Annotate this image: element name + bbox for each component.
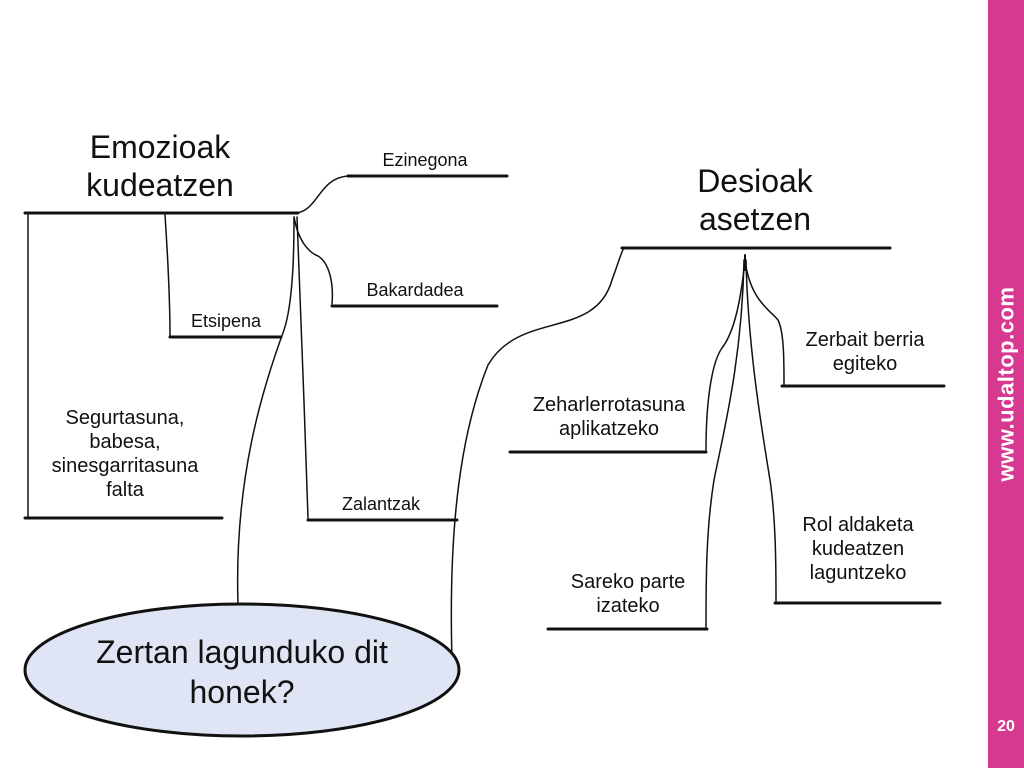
connector-bakardadea [293, 216, 334, 305]
question-text: Zertan lagunduko dit honek? [96, 634, 388, 710]
connector-question-left [236, 216, 295, 606]
rol-label: Rol aldaketa kudeatzen laguntzeko [802, 514, 914, 584]
website-url-text: www.udaltop.com [993, 286, 1019, 482]
zeharlerrotasuna-label: Zeharlerrotasuna aplikatzeko [532, 394, 686, 440]
zerbait-label: Zerbait berria egiteko [805, 329, 925, 375]
left-title: Emozioak kudeatzen [86, 129, 234, 204]
sidebar-band [988, 0, 1024, 768]
etsipena-label: Etsipena [190, 311, 262, 331]
connector-zerbait [744, 259, 785, 385]
right-title: Desioak asetzen [697, 163, 813, 238]
connector-zalantzak [296, 216, 309, 519]
zalantzak-label: Zalantzak [341, 494, 421, 514]
question-ellipse [23, 602, 461, 738]
bakardadea-label: Bakardadea [366, 280, 464, 300]
segurtasuna-label: Segurtasuna, babesa, sinesgarritasuna fa… [51, 407, 199, 501]
ezinegona-label: Ezinegona [382, 150, 468, 170]
connector-sareko [705, 259, 745, 628]
connector-etsipena [164, 214, 171, 338]
website-url: www.udaltop.com [988, 0, 1024, 768]
connector-question-right [450, 247, 625, 661]
connector-ezinegona [293, 175, 349, 214]
page-number: 20 [997, 718, 1015, 735]
sareko-label: Sareko parte izateko [570, 571, 686, 617]
connector-zeharlerrotasuna [705, 259, 746, 451]
connector-rol [745, 259, 777, 602]
